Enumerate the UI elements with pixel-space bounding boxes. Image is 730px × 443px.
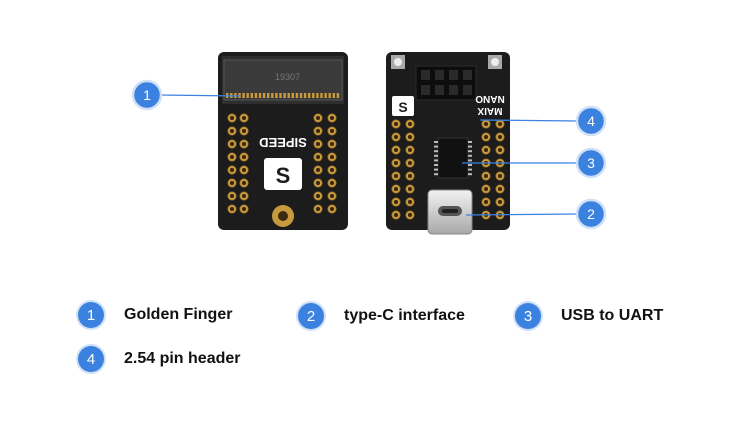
right-board: S NANO MAIX [386,52,510,235]
connector-text: 19307 [275,72,300,82]
callout-4: 4 [575,105,607,137]
legend-item-2: 2 type-C interface [298,303,465,329]
button-right-icon [488,55,502,69]
legend-number-4: 4 [78,346,104,372]
legend-number-1: 1 [78,302,104,328]
legend-label-1: Golden Finger [124,306,233,323]
legend-number-2: 2 [298,303,324,329]
callout-3-number: 3 [587,155,595,171]
button-left-icon [391,55,405,69]
left-logo-glyph: S [276,163,291,188]
legend-number-3: 3 [515,303,541,329]
callout-2-number: 2 [587,206,595,222]
legend-item-3: 3 USB to UART [515,303,663,329]
golden-finger-connector: 19307 [222,56,344,104]
callout-1: 1 [131,79,163,111]
header-block [415,65,477,101]
left-brand-label: SIPEED [259,135,307,150]
right-brand-label: MAIX [477,105,502,116]
left-logo-icon: S [264,158,302,190]
uart-chip-icon [434,137,472,179]
left-board: 19307 SIPEED S [218,52,348,230]
left-pin-pads [227,113,337,214]
legend-item-4: 4 2.54 pin header [78,346,241,372]
legend-label-2: type-C interface [344,307,465,324]
callout-3: 3 [575,147,607,179]
right-logo-glyph: S [398,99,407,115]
usb-c-port-icon [427,189,473,235]
callout-4-number: 4 [587,113,595,129]
legend-item-1: 1 Golden Finger [78,302,232,328]
mounting-hole-icon [272,205,294,227]
callout-2: 2 [575,198,607,230]
legend-label-3: USB to UART [561,307,664,324]
right-model-label: NANO [475,93,505,104]
callout-lines [159,94,579,216]
legend-label-4: 2.54 pin header [124,350,241,367]
callout-1-number: 1 [143,87,151,103]
right-logo-icon: S [392,96,414,116]
